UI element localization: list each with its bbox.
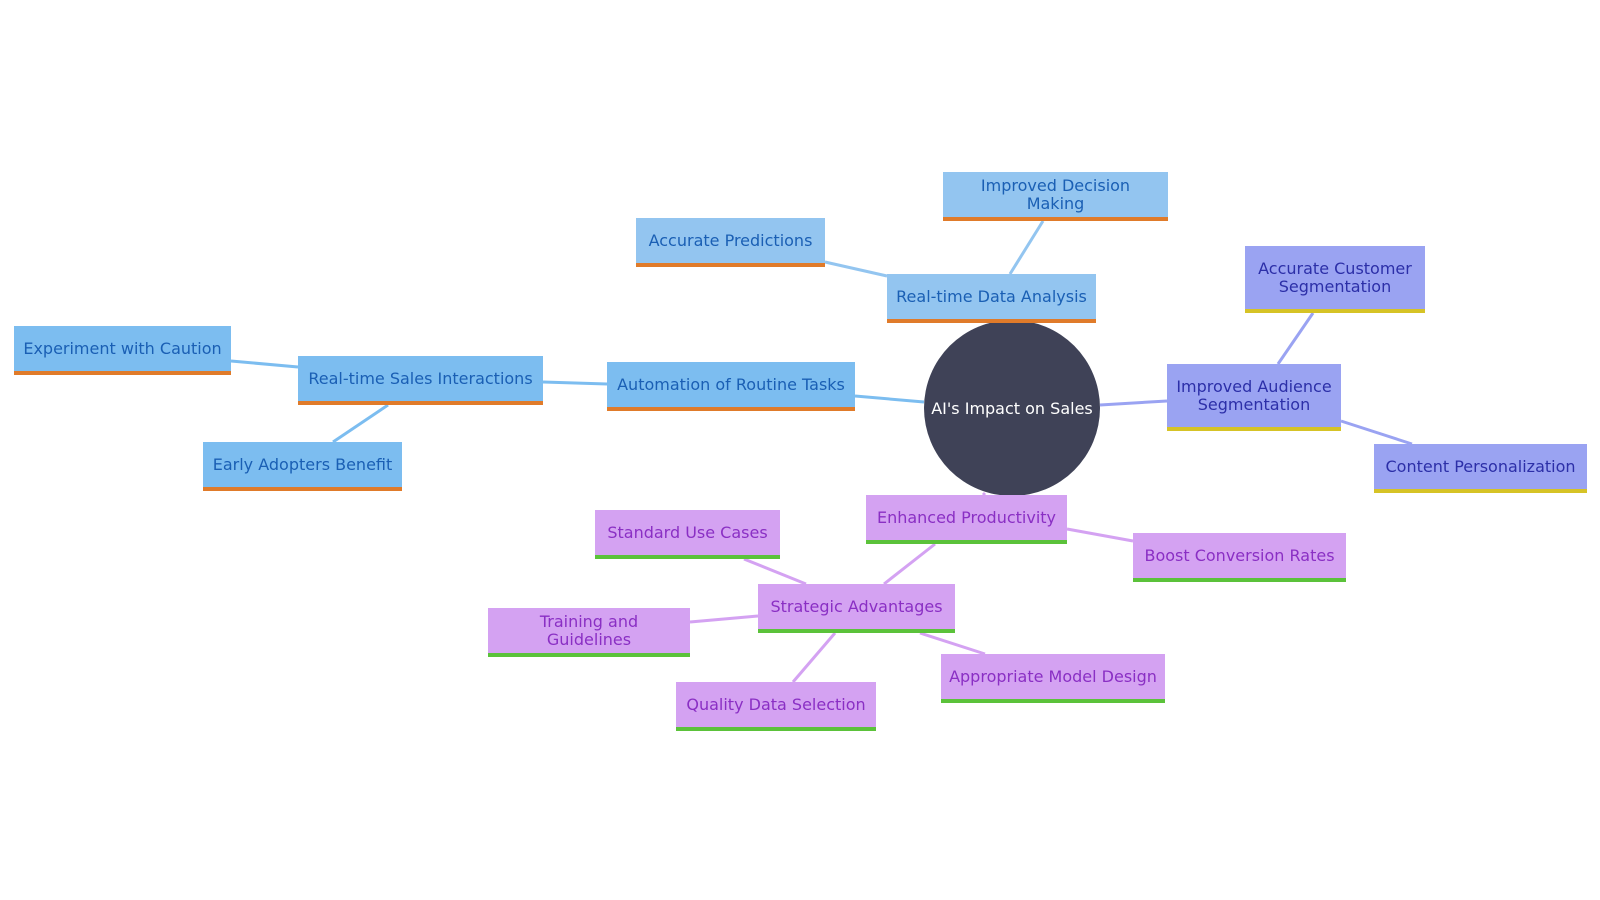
- node-experiment-with-caution[interactable]: Experiment with Caution: [14, 326, 231, 375]
- node-boost-conversion-rates[interactable]: Boost Conversion Rates: [1133, 533, 1346, 582]
- link-realtime-data-accurate-pred: [824, 260, 888, 278]
- node-accurate-customer-segmentation[interactable]: Accurate Customer Segmentation: [1245, 246, 1425, 313]
- link-improved-audience-accurate-cust: [1276, 312, 1315, 365]
- node-early-adopters-benefit[interactable]: Early Adopters Benefit: [203, 442, 402, 491]
- root-node[interactable]: AI's Impact on Sales: [924, 320, 1100, 496]
- link-automation-realtime-sales: [542, 380, 608, 386]
- node-training-and-guidelines[interactable]: Training and Guidelines: [488, 608, 690, 657]
- link-strategic-standard-use: [743, 557, 807, 586]
- link-realtime-data-improved-decision: [1008, 220, 1045, 275]
- link-realtime-sales-early-adopters: [332, 403, 389, 444]
- node-improved-decision-making[interactable]: Improved Decision Making: [943, 172, 1168, 221]
- node-realtime-sales-interactions[interactable]: Real-time Sales Interactions: [298, 356, 543, 405]
- node-improved-audience-segmentation[interactable]: Improved Audience Segmentation: [1167, 364, 1341, 431]
- link-strategic-appropriate: [919, 631, 986, 656]
- node-strategic-advantages[interactable]: Strategic Advantages: [758, 584, 955, 633]
- link-improved-audience-content-pers: [1340, 419, 1413, 446]
- link-strategic-quality: [791, 632, 837, 683]
- link-root-automation: [854, 394, 925, 404]
- node-automation-of-routine-tasks[interactable]: Automation of Routine Tasks: [607, 362, 855, 411]
- link-root-improved-audience: [1099, 399, 1168, 407]
- link-enhanced-prod-boost-conv: [1066, 527, 1134, 543]
- link-root-enhanced-prod: [981, 491, 987, 497]
- node-appropriate-model-design[interactable]: Appropriate Model Design: [941, 654, 1165, 703]
- node-quality-data-selection[interactable]: Quality Data Selection: [676, 682, 876, 731]
- node-accurate-predictions[interactable]: Accurate Predictions: [636, 218, 825, 267]
- link-strategic-training: [689, 614, 759, 624]
- node-standard-use-cases[interactable]: Standard Use Cases: [595, 510, 780, 559]
- link-enhanced-prod-strategic: [883, 542, 936, 586]
- link-realtime-sales-experiment: [230, 359, 299, 369]
- node-realtime-data-analysis[interactable]: Real-time Data Analysis: [887, 274, 1096, 323]
- node-content-personalization[interactable]: Content Personalization: [1374, 444, 1587, 493]
- node-enhanced-productivity[interactable]: Enhanced Productivity: [866, 495, 1067, 544]
